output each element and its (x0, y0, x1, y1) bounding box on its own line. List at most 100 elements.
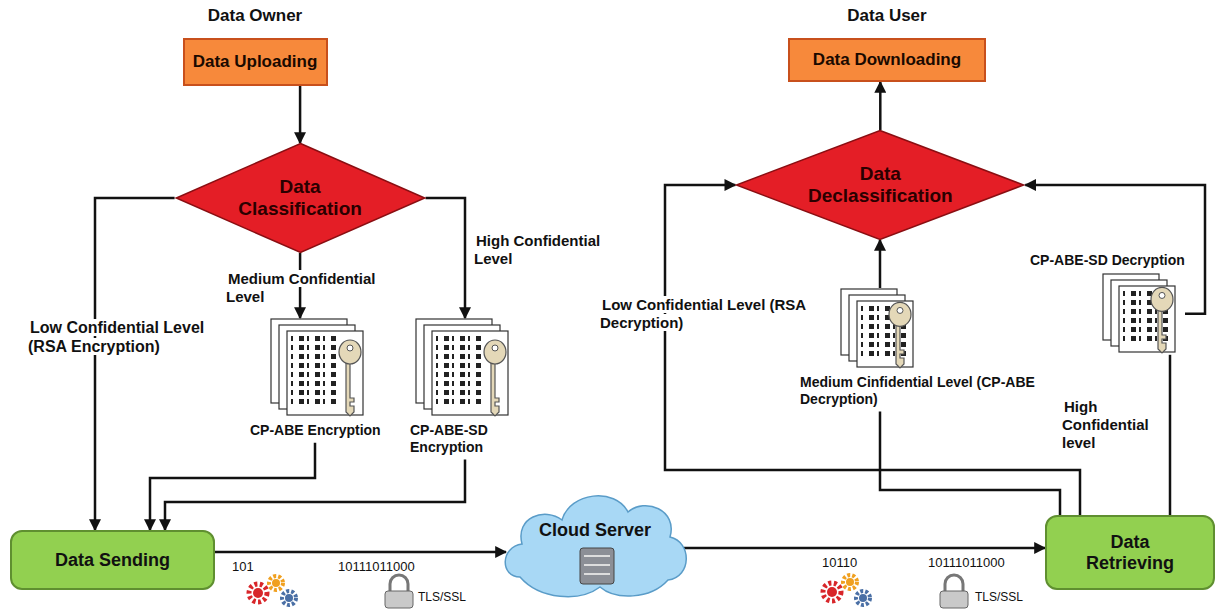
process-box: Data Sending (10, 530, 215, 590)
binary-texture (444, 363, 449, 368)
key-icon (896, 322, 904, 368)
binary-texture (1147, 336, 1152, 341)
binary-texture (307, 354, 309, 359)
actor-process-box: Data UserData Downloading (788, 6, 986, 82)
flow-connector (879, 240, 882, 288)
flow-connector (95, 198, 175, 530)
binary-texture (436, 336, 438, 341)
gear-icon (846, 578, 854, 586)
binary-texture (460, 336, 465, 341)
node-label: Data Sending (55, 550, 170, 571)
edge-label-box: Low Confidential Level (RSA Decryption) (600, 296, 830, 332)
gear-icon (823, 583, 841, 601)
document-page (1119, 286, 1175, 352)
binary-texture (307, 363, 309, 368)
binary-texture (476, 336, 481, 341)
binary-texture (460, 354, 465, 359)
binary-texture (299, 399, 304, 404)
encrypted-document: CP-ABE Encryption (250, 318, 395, 443)
flow-connector (879, 82, 882, 130)
binary-texture (452, 399, 454, 404)
binary-texture (476, 363, 481, 368)
binary-texture (468, 381, 470, 386)
binary-texture (869, 315, 874, 320)
binary-texture (877, 342, 879, 347)
key-icon (492, 345, 498, 351)
binary-texture (307, 381, 309, 386)
flow-connector (880, 412, 1060, 515)
binary-texture (452, 336, 454, 341)
binary-texture (444, 372, 449, 377)
binary-texture (291, 399, 293, 404)
binary-texture (476, 381, 481, 386)
node-label: CP-ABE-SD Decryption (1030, 252, 1185, 273)
node-label: Data Classification (238, 176, 362, 220)
binary-texture (452, 345, 454, 350)
node-label: Data Declassification (808, 163, 953, 207)
binary-texture (1139, 300, 1141, 305)
binary-texture (452, 390, 454, 395)
key-icon (1159, 292, 1165, 298)
binary-texture (452, 372, 454, 377)
binary-texture (460, 399, 465, 404)
security-icons-right (823, 575, 968, 608)
binary-texture (885, 324, 890, 329)
binary-texture (1155, 318, 1157, 323)
binary-texture (331, 354, 336, 359)
binary-texture (901, 333, 906, 338)
binary-texture (299, 336, 304, 341)
node-label: Data Owner (208, 6, 302, 26)
lock-icon (945, 575, 963, 592)
binary-texture (893, 342, 895, 347)
binary-texture (323, 363, 325, 368)
binary-texture (1139, 327, 1141, 332)
gear-icon (827, 587, 837, 597)
document-key-icon (270, 318, 370, 418)
binary-texture (460, 381, 465, 386)
binary-texture (315, 345, 320, 350)
binary-texture (1123, 309, 1125, 314)
binary-texture (1155, 336, 1157, 341)
flow-connector (215, 551, 506, 554)
document-key-icon (840, 288, 920, 370)
edge-label-box: Medium Confidential Level (226, 270, 396, 306)
gear-icon (856, 591, 870, 605)
binary-texture (436, 399, 438, 404)
lock-icon (390, 575, 408, 592)
binary-texture (452, 363, 454, 368)
document-page (432, 331, 508, 415)
binary-texture (436, 345, 438, 350)
lock-icon (940, 591, 968, 608)
encrypted-document: Medium Cinfidential Level (CP-ABE Decryp… (800, 288, 1050, 412)
encrypted-document: CP-ABE-SD Encryption (410, 318, 535, 460)
key-icon (1158, 307, 1166, 353)
gear-icon (285, 594, 293, 602)
key-icon (889, 302, 911, 326)
binary-texture (323, 381, 325, 386)
edge-label: Low Confidential Level (RSA Encryption) (28, 319, 204, 355)
binary-texture (315, 399, 320, 404)
binary-texture (331, 336, 336, 341)
flow-connector (1169, 355, 1172, 515)
annotation-label: 10111011000 (338, 559, 415, 574)
binary-texture (331, 363, 336, 368)
binary-texture (885, 333, 890, 338)
binary-texture (877, 333, 879, 338)
binary-texture (861, 315, 863, 320)
binary-texture (1123, 336, 1125, 341)
binary-texture (885, 351, 890, 356)
binary-texture (307, 390, 309, 395)
cloud-server: Cloud Server (500, 482, 690, 602)
binary-texture (315, 363, 320, 368)
node-label: Cloud Server (539, 520, 651, 541)
binary-texture (1147, 318, 1152, 323)
binary-texture (323, 390, 325, 395)
decision-diamond: Data Declassification (735, 130, 1025, 240)
binary-texture (331, 399, 336, 404)
gear-icon (843, 575, 857, 589)
binary-texture (877, 351, 879, 356)
binary-texture (323, 354, 325, 359)
binary-texture (476, 390, 481, 395)
flow-connector (165, 460, 465, 530)
